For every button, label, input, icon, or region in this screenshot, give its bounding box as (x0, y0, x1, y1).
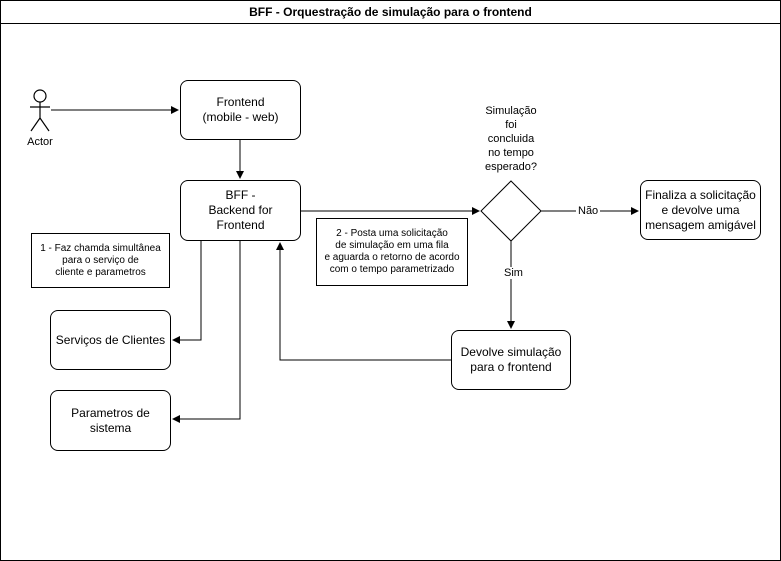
parametros-sistema-node[interactable]: Parametros de sistema (50, 390, 171, 451)
edge-bff-servicos (172, 241, 202, 344)
note-posta-solicitacao: 2 - Posta uma solicitação de simulação e… (316, 218, 468, 286)
edge-devolve-bff (276, 242, 451, 361)
edge-label-nao: Não (576, 205, 601, 217)
diagram-title: BFF - Orquestração de simulação para o f… (0, 0, 781, 24)
frontend-node[interactable]: Frontend (mobile - web) (180, 80, 301, 140)
devolve-simulacao-node[interactable]: Devolve simulação para o frontend (451, 330, 571, 390)
decision-question: Simulação foi concluida no tempo esperad… (485, 105, 537, 173)
actor-label: Actor (27, 136, 53, 148)
bff-node[interactable]: BFF - Backend for Frontend (180, 180, 301, 241)
note-chamada-simultanea: 1 - Faz chamda simultânea para o serviço… (31, 233, 170, 288)
decision-diamond[interactable] (480, 180, 542, 242)
edge-bff-parametros (172, 241, 241, 423)
edge-label-sim: Sim (502, 267, 525, 279)
finaliza-solicitacao-node[interactable]: Finaliza a solicitação e devolve uma men… (640, 180, 761, 240)
actor-icon (30, 89, 50, 132)
servicos-clientes-node[interactable]: Serviços de Clientes (50, 310, 171, 370)
